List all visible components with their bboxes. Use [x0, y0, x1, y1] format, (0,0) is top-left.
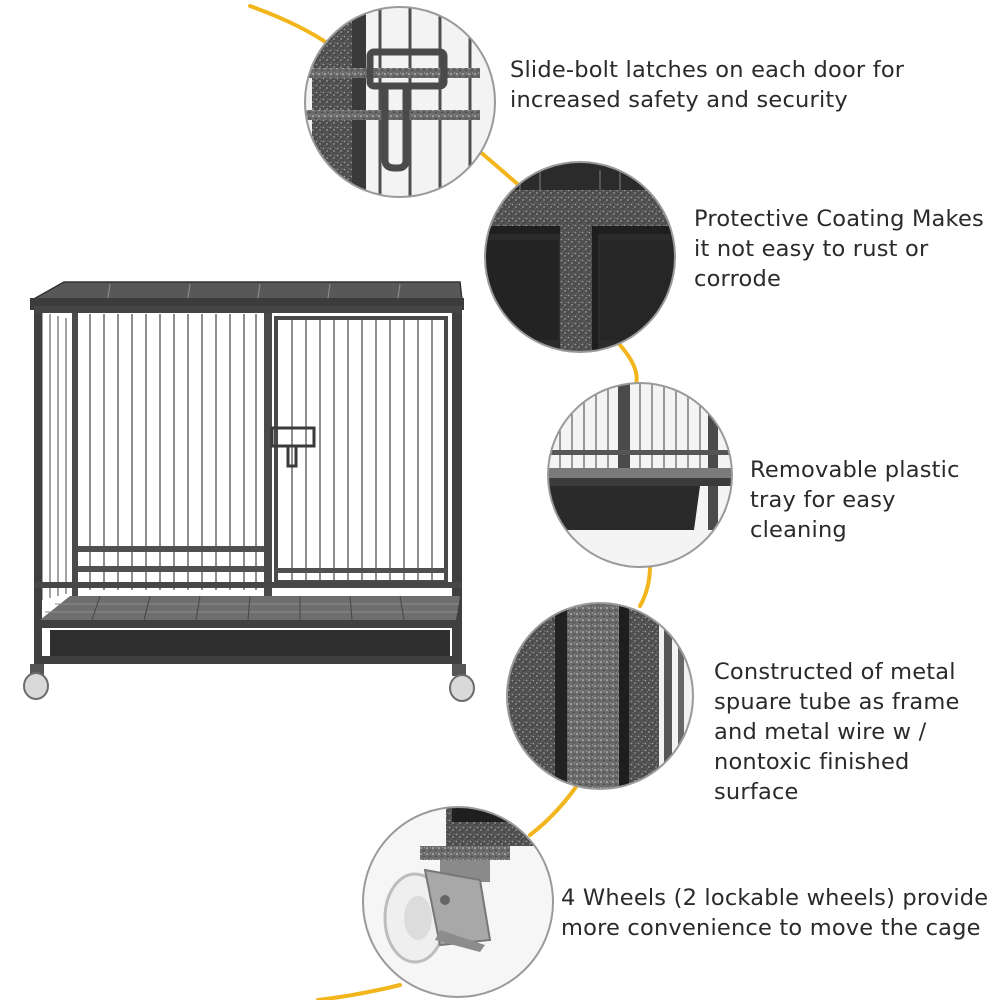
- connector-line-2-3: [618, 343, 639, 386]
- feature-text-latches: Slide-bolt latches on each door for incr…: [510, 57, 905, 113]
- cage-door: [274, 316, 448, 584]
- tray-detail-circle: [547, 382, 733, 568]
- latch-detail-circle: [304, 6, 496, 198]
- feature-text-frame: Constructed of metal spuare tube as fram…: [714, 659, 960, 805]
- wheel-detail-circle: [362, 806, 554, 998]
- connector-line-bottom: [316, 983, 402, 1000]
- feature-text-wheels: 4 Wheels (2 lockable wheels) provide mor…: [561, 885, 989, 941]
- coating-detail-circle: [484, 161, 676, 353]
- cage-latch: [270, 426, 316, 448]
- connector-line-3-4: [638, 564, 652, 608]
- connector-line-top: [248, 4, 332, 47]
- cage-wheels: [23, 664, 475, 702]
- tube-detail-circle: [506, 602, 694, 790]
- connector-line-4-5: [528, 776, 584, 837]
- feature-text-coating: Protective Coating Makes it not easy to …: [694, 206, 984, 292]
- cage-illustration: [23, 281, 475, 702]
- cage-tray: [50, 630, 450, 656]
- feature-text-tray: Removable plastic tray for easy cleaning: [750, 457, 960, 543]
